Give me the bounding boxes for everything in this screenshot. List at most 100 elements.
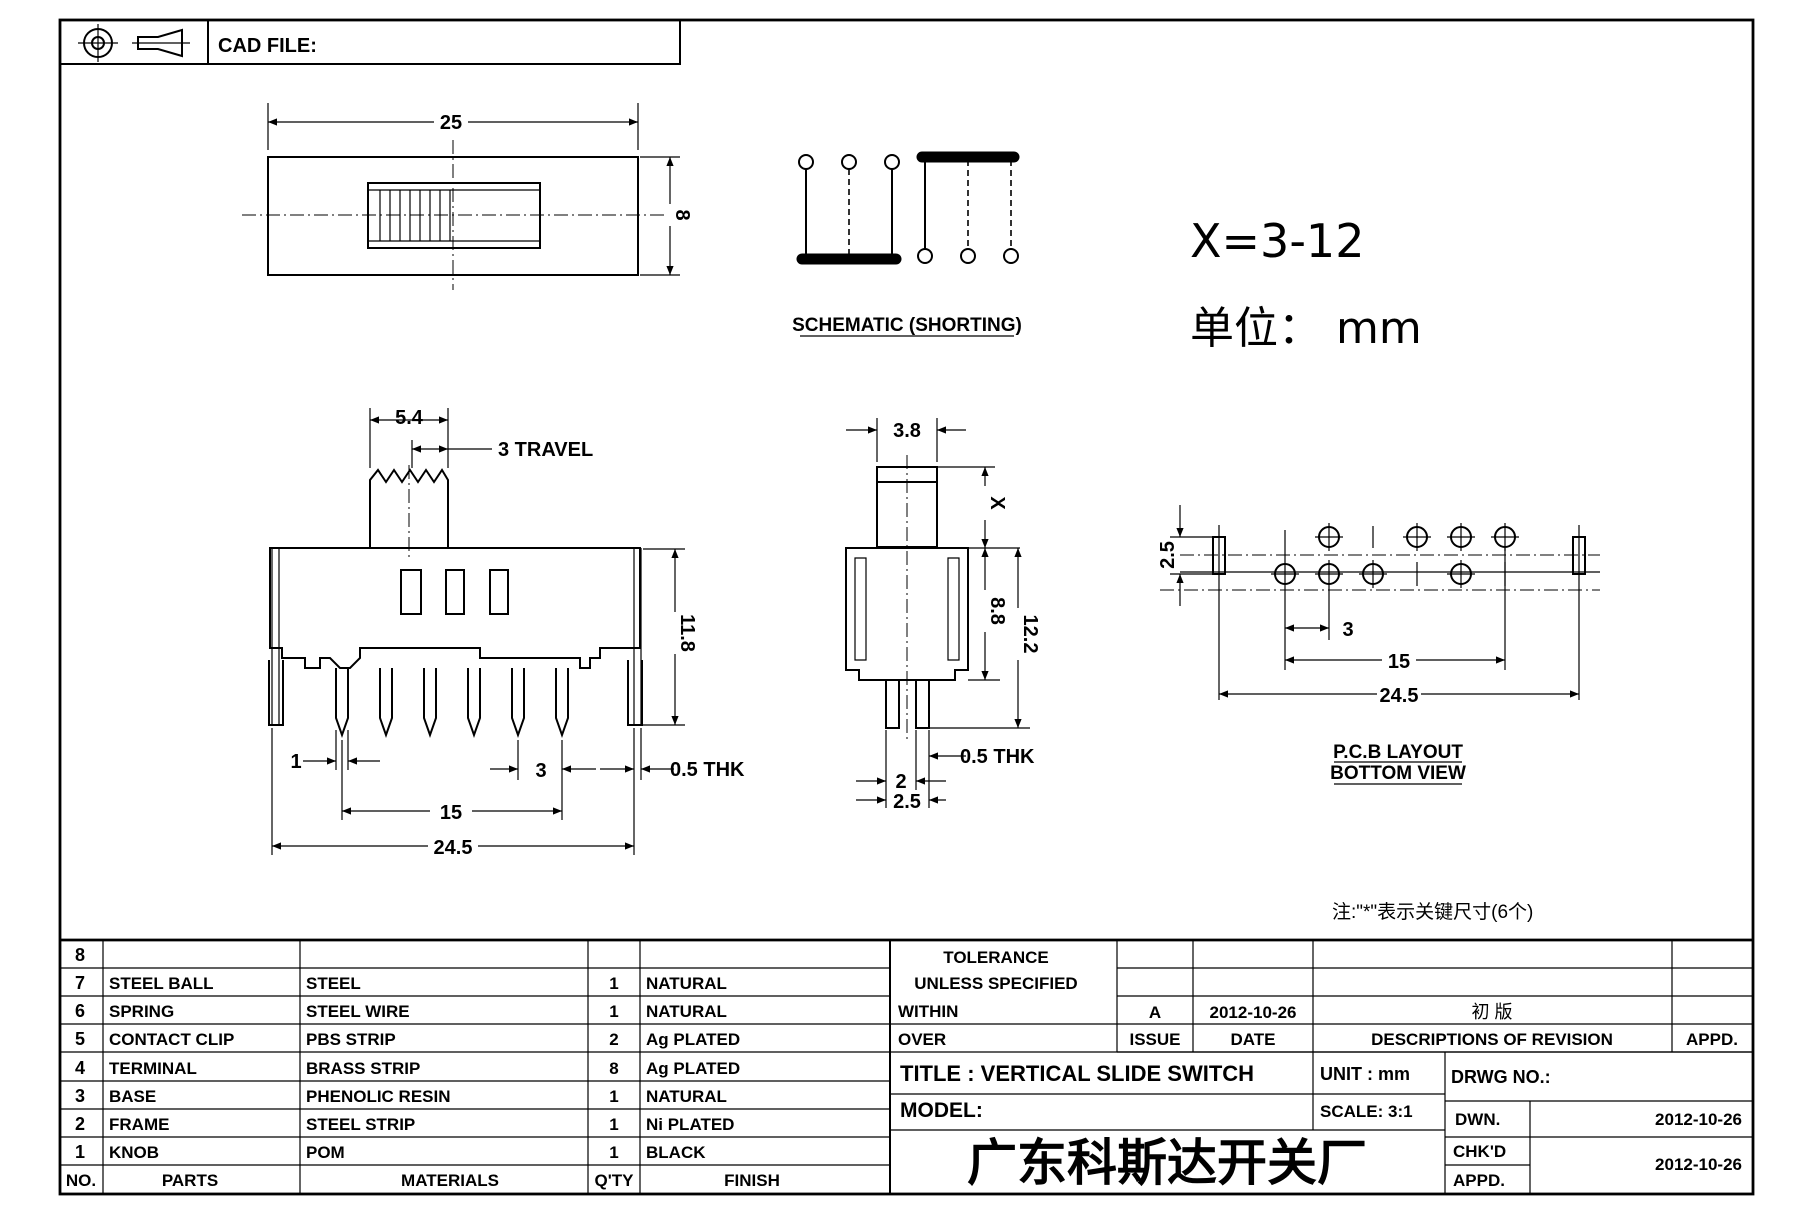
svg-text:8: 8: [75, 945, 85, 965]
model-field: MODEL:: [900, 1099, 983, 1122]
projection-symbol-icon: [78, 24, 190, 62]
title-info: TITLE : VERTICAL SLIDE SWITCH UNIT : mm …: [900, 1061, 1742, 1192]
side-pin-span-dim: 2.5: [893, 791, 921, 813]
svg-text:TERMINAL: TERMINAL: [109, 1059, 197, 1078]
front-height-dim: 11.8: [676, 614, 698, 652]
svg-text:8: 8: [609, 1059, 618, 1078]
front-body: [269, 547, 641, 669]
front-knob-width-dim: 5.4: [395, 407, 424, 429]
side-knob-height-dim: X: [986, 496, 1008, 510]
svg-text:FRAME: FRAME: [109, 1115, 169, 1134]
revision-description-label: DESCRIPTIONS OF REVISION: [1371, 1030, 1613, 1049]
bom-row: 5 CONTACT CLIP PBS STRIP 2 Ag PLATED: [75, 1029, 740, 1049]
bom-row: 4 TERMINAL BRASS STRIP 8 Ag PLATED: [75, 1058, 740, 1078]
pcb-caption-line2: BOTTOM VIEW: [1330, 763, 1466, 784]
chkd-date: 2012-10-26: [1655, 1155, 1742, 1174]
tolerance-line2: UNLESS SPECIFIED: [914, 974, 1077, 993]
bom-header-row: NO. PARTS MATERIALS Q'TY FINISH: [66, 1171, 780, 1190]
svg-text:STEEL WIRE: STEEL WIRE: [306, 1002, 410, 1021]
bom-row: 6 SPRING STEEL WIRE 1 NATURAL: [75, 1001, 727, 1021]
top-view-width-dim: 25: [440, 112, 462, 134]
svg-text:MATERIALS: MATERIALS: [401, 1171, 499, 1190]
svg-text:1: 1: [609, 1143, 618, 1162]
header-box: CAD FILE:: [59, 19, 681, 65]
tolerance-block: TOLERANCE UNLESS SPECIFIED WITHIN OVER: [898, 948, 1078, 1049]
svg-text:NATURAL: NATURAL: [646, 1087, 727, 1106]
side-pin-width-dim: 2: [895, 771, 906, 793]
pcb-overall-width-dim: 24.5: [1380, 685, 1419, 707]
unit-field: UNIT : mm: [1320, 1064, 1410, 1084]
dwn-label: DWN.: [1455, 1110, 1500, 1129]
tolerance-line1: TOLERANCE: [943, 948, 1048, 967]
svg-text:3: 3: [75, 1086, 85, 1106]
svg-text:Ag PLATED: Ag PLATED: [646, 1059, 740, 1078]
front-thickness-dim: 0.5 THK: [670, 759, 745, 781]
pcb-layout: 2.5 3 15 24.5 P.C.B LAYOUT BOTTOM VIEW: [1157, 505, 1600, 785]
svg-text:2: 2: [609, 1030, 618, 1049]
tolerance-within: WITHIN: [898, 1002, 958, 1021]
front-overall-width-dim: 24.5: [434, 837, 473, 859]
sheet-border: [58, 18, 1755, 1196]
svg-text:1: 1: [609, 1002, 618, 1021]
pcb-pin-span-dim: 15: [1388, 651, 1410, 673]
svg-text:6: 6: [75, 1001, 85, 1021]
appd-label: APPD.: [1453, 1171, 1505, 1190]
bom-row: 1 KNOB POM 1 BLACK: [75, 1142, 706, 1162]
side-body-height-dim: 8.8: [986, 597, 1008, 625]
svg-text:PHENOLIC RESIN: PHENOLIC RESIN: [306, 1087, 451, 1106]
unit-note: 单位： mm: [1190, 303, 1422, 354]
revision-description-value: 初 版: [1471, 1002, 1512, 1022]
svg-text:CONTACT CLIP: CONTACT CLIP: [109, 1030, 234, 1049]
svg-text:KNOB: KNOB: [109, 1143, 159, 1162]
top-view-height-dim: 8: [671, 209, 693, 220]
cad-file-label: CAD FILE:: [218, 35, 317, 57]
svg-text:2: 2: [75, 1114, 85, 1134]
scale-field: SCALE: 3:1: [1320, 1102, 1413, 1121]
svg-text:Ni PLATED: Ni PLATED: [646, 1115, 734, 1134]
svg-text:PARTS: PARTS: [162, 1171, 218, 1190]
bom-row: 7 STEEL BALL STEEL 1 NATURAL: [75, 973, 727, 993]
svg-text:1: 1: [609, 974, 618, 993]
front-travel-dim: 3 TRAVEL: [498, 439, 593, 461]
svg-text:PBS STRIP: PBS STRIP: [306, 1030, 396, 1049]
svg-text:FINISH: FINISH: [724, 1171, 780, 1190]
svg-text:POM: POM: [306, 1143, 345, 1162]
svg-text:BASE: BASE: [109, 1087, 156, 1106]
svg-text:STEEL BALL: STEEL BALL: [109, 974, 214, 993]
side-body: [845, 547, 969, 681]
side-knob-width-dim: 3.8: [893, 420, 921, 442]
bom-row: 2 FRAME STEEL STRIP 1 Ni PLATED: [75, 1114, 734, 1134]
svg-text:BRASS STRIP: BRASS STRIP: [306, 1059, 420, 1078]
dwn-date: 2012-10-26: [1655, 1110, 1742, 1129]
chkd-label: CHK'D: [1453, 1142, 1506, 1161]
svg-text:4: 4: [75, 1058, 85, 1078]
svg-text:STEEL: STEEL: [306, 974, 361, 993]
tolerance-over: OVER: [898, 1030, 946, 1049]
revision-date-label: DATE: [1230, 1030, 1275, 1049]
svg-text:BLACK: BLACK: [646, 1143, 706, 1162]
pcb-caption-line1: P.C.B LAYOUT: [1333, 742, 1463, 763]
title-block: [60, 938, 1753, 1194]
drawing-number-field: DRWG NO.:: [1451, 1067, 1551, 1087]
schematic: SCHEMATIC (SHORTING): [792, 151, 1022, 337]
revision-block: A 2012-10-26 初 版 ISSUE DATE DESCRIPTIONS…: [1129, 1002, 1738, 1049]
pcb-row-spacing-dim: 2.5: [1157, 541, 1179, 569]
front-pin-width-dim: 1: [290, 751, 301, 773]
company-name: 广东科斯达开关厂: [967, 1134, 1367, 1192]
bom-row: 8: [75, 945, 85, 965]
svg-text:STEEL STRIP: STEEL STRIP: [306, 1115, 415, 1134]
bom-table: 8 7 STEEL BALL STEEL 1 NATURAL 6 SPRING …: [66, 945, 780, 1190]
front-view: 5.4 3 TRAVEL 11.8 1 3: [268, 407, 745, 859]
svg-text:Q'TY: Q'TY: [595, 1171, 635, 1190]
front-pin-span-dim: 15: [440, 802, 462, 824]
front-pitch-dim: 3: [535, 760, 546, 782]
front-knob: [369, 468, 449, 547]
revision-date-value: 2012-10-26: [1210, 1003, 1297, 1022]
revision-issue-value: A: [1149, 1003, 1161, 1022]
svg-text:NATURAL: NATURAL: [646, 974, 727, 993]
svg-text:5: 5: [75, 1029, 85, 1049]
revision-appd-label: APPD.: [1686, 1030, 1738, 1049]
top-view: 25 8: [242, 103, 693, 290]
top-view-body: [267, 156, 639, 276]
